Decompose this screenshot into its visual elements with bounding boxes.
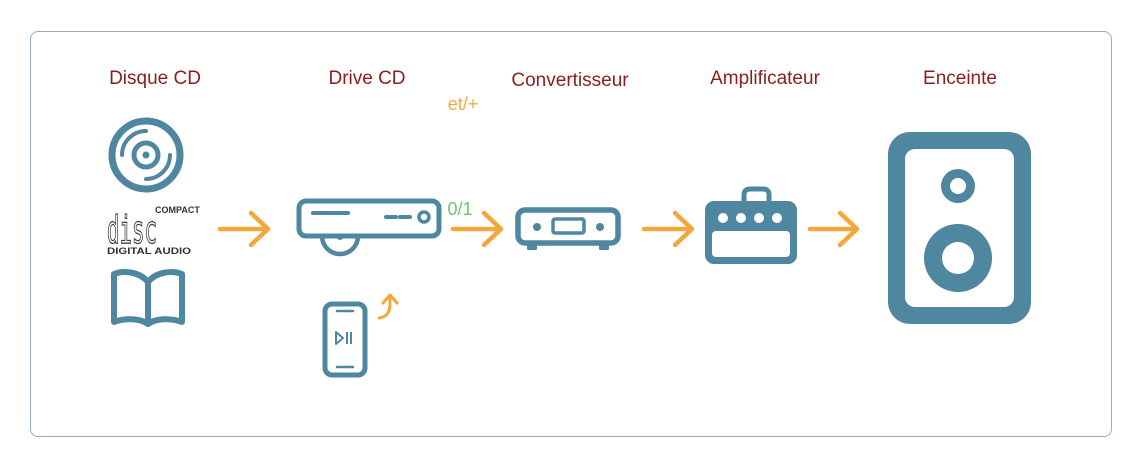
arrow-phone-up (377, 293, 399, 320)
stage-label-drive-cd: Drive CD (328, 68, 405, 89)
compact-disc-logo: COMPACT disc DIGITAL AUDIO (106, 205, 200, 256)
annotation-et-plus: et/+ (448, 94, 479, 114)
dac-unit-icon (515, 207, 621, 250)
cd-drive-icon (296, 198, 442, 257)
annotation-zero-one: 0/1 (447, 199, 472, 219)
logo-compact-text: COMPACT (155, 205, 200, 215)
stage-label-amplificateur: Amplificateur (710, 68, 820, 89)
arrow-converter-to-amp (641, 210, 695, 248)
amplifier-icon (705, 186, 797, 264)
arrow-amp-to-speaker (807, 210, 860, 248)
smartphone-play-icon (322, 301, 368, 378)
stage-label-convertisseur: Convertisseur (511, 70, 629, 91)
logo-disc-text: disc (107, 208, 157, 252)
stage-label-enceinte: Enceinte (923, 68, 997, 89)
diagram-frame (30, 31, 1112, 437)
logo-digital-audio-text: DIGITAL AUDIO (107, 246, 191, 256)
arrow-drive-to-converter (450, 210, 504, 248)
compact-disc-icon (108, 117, 184, 193)
arrow-cd-to-drive (217, 210, 271, 248)
open-book-icon (111, 269, 185, 327)
stage-label-disque-cd: Disque CD (109, 68, 201, 89)
speaker-icon (888, 132, 1031, 324)
